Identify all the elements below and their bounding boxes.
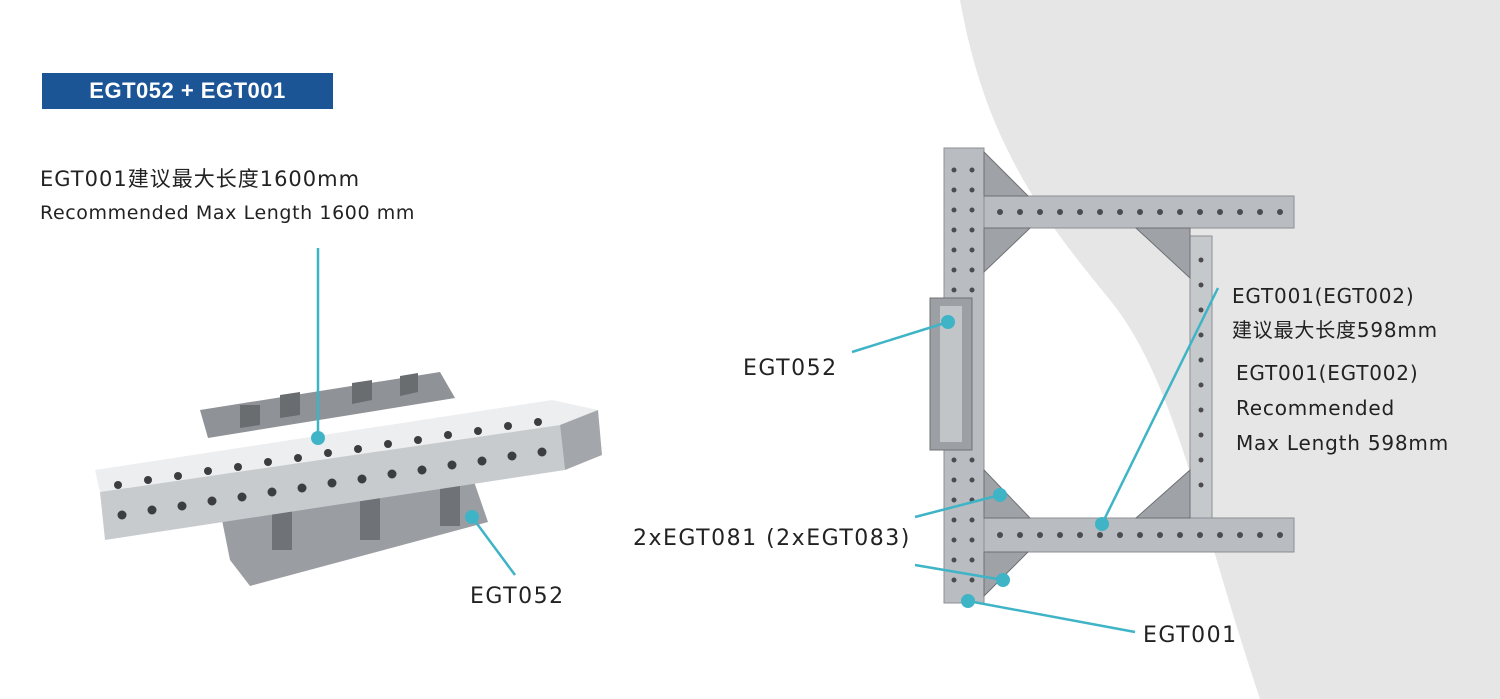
- frame-holes: [951, 167, 1283, 583]
- product-code-badge: EGT052 + EGT001: [42, 73, 333, 109]
- right-assembly: [851, 147, 1295, 634]
- note-en-line3: Max Length 598mm: [1236, 431, 1449, 455]
- note-cn-line1: EGT001(EGT002): [1232, 284, 1415, 308]
- egt001-label: EGT001: [1143, 623, 1238, 648]
- note-cn-line2: 建议最大长度598mm: [1232, 318, 1438, 342]
- tube-holes: [114, 418, 547, 520]
- note-en-line1: EGT001(EGT002): [1236, 361, 1419, 385]
- left-assembly: [95, 248, 602, 586]
- max-length-cn: EGT001建议最大长度1600mm: [40, 167, 361, 191]
- clamp-label: 2xEGT081 (2xEGT083): [633, 526, 911, 551]
- egt052-label-left: EGT052: [470, 584, 565, 609]
- max-length-en: Recommended Max Length 1600 mm: [40, 202, 416, 224]
- egt052-label-right: EGT052: [743, 356, 838, 381]
- note-en-line2: Recommended: [1236, 396, 1395, 420]
- backdrop-shape: [960, 0, 1500, 699]
